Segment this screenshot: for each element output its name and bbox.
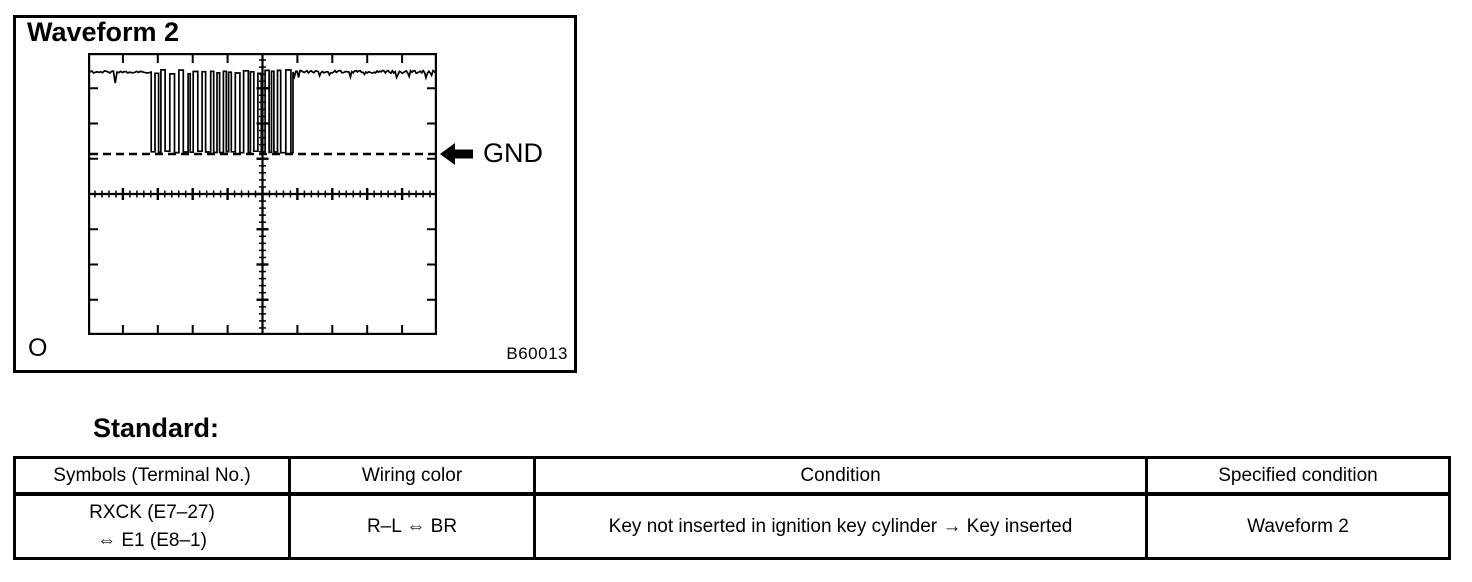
origin-label: O — [28, 334, 48, 362]
waveform-figure: Waveform 2 GND O B60013 — [13, 15, 577, 373]
cell-symbols: RXCK (E7–27) ⇔ E1 (E8–1) — [13, 492, 291, 560]
left-arrow-icon — [440, 142, 473, 165]
col-header-symbols: Symbols (Terminal No.) — [13, 456, 291, 496]
gnd-label: GND — [483, 138, 543, 168]
figure-ref-code: B60013 — [506, 344, 568, 363]
figure-title: Waveform 2 — [27, 17, 180, 47]
table-header-row: Symbols (Terminal No.) Wiring color Cond… — [13, 456, 1451, 496]
oscilloscope-plot — [88, 53, 437, 335]
symbols-line-1: RXCK (E7–27) — [89, 501, 215, 523]
cell-specified-condition: Waveform 2 — [1145, 492, 1451, 560]
gnd-annotation: GND — [440, 139, 543, 168]
cell-condition: Key not inserted in ignition key cylinde… — [533, 492, 1148, 560]
waveform-trace — [89, 69, 436, 154]
col-header-condition: Condition — [533, 456, 1148, 496]
table-row: RXCK (E7–27) ⇔ E1 (E8–1) R–L ⇔ BR Key no… — [13, 492, 1451, 560]
standard-heading: Standard: — [93, 413, 220, 443]
col-header-specified-condition: Specified condition — [1145, 456, 1451, 496]
spec-table: Symbols (Terminal No.) Wiring color Cond… — [13, 456, 1451, 560]
col-header-wiring-color: Wiring color — [288, 456, 536, 496]
symbols-line-2: ⇔ E1 (E8–1) — [97, 529, 207, 551]
cell-wiring-color: R–L ⇔ BR — [288, 492, 536, 560]
